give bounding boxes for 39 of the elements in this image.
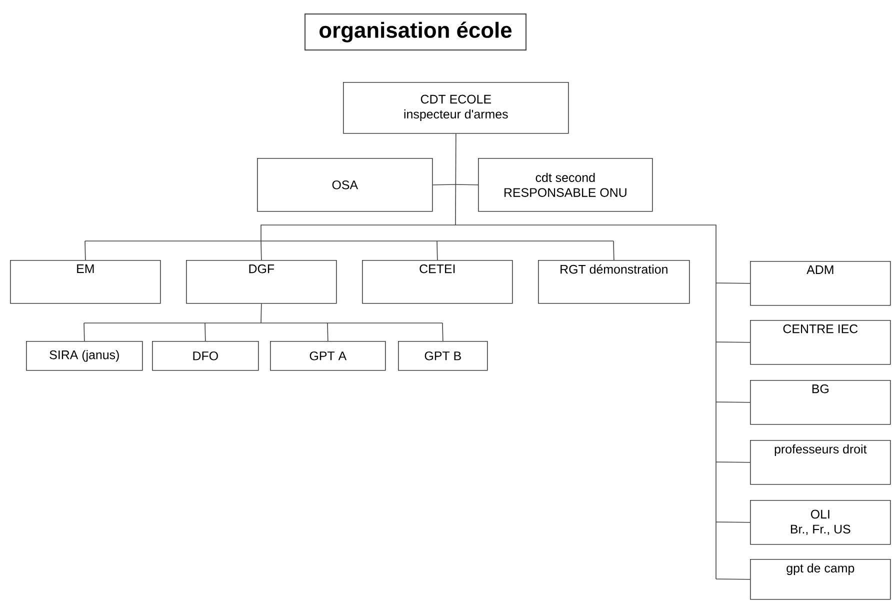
title-box: organisation école bbox=[304, 14, 526, 50]
org-box: CETEI bbox=[362, 260, 513, 304]
org-box: DFO bbox=[152, 341, 259, 371]
org-box: EM bbox=[10, 260, 161, 304]
connector-line bbox=[455, 224, 716, 580]
connector-line bbox=[327, 322, 328, 342]
org-box: OSA bbox=[257, 158, 433, 212]
org-box: SIRA (janus) bbox=[26, 341, 143, 371]
org-box: GPT A bbox=[270, 341, 386, 371]
connector-line bbox=[716, 522, 750, 523]
org-box: cdt second RESPONSABLE ONU bbox=[478, 158, 653, 212]
org-box: ADM bbox=[750, 261, 891, 306]
connector-line bbox=[716, 282, 750, 284]
connector-line bbox=[716, 462, 750, 463]
org-box: RGT démonstration bbox=[538, 260, 690, 304]
org-box: BG bbox=[750, 380, 891, 425]
org-box: CDT ECOLE inspecteur d'armes bbox=[343, 82, 569, 134]
connector-line bbox=[84, 322, 85, 342]
connector-line bbox=[716, 402, 750, 403]
connector-line bbox=[613, 240, 614, 260]
connector-line bbox=[716, 342, 750, 343]
connector-line bbox=[84, 322, 443, 324]
connector-line bbox=[716, 578, 750, 580]
org-box: CENTRE IEC bbox=[750, 320, 891, 365]
org-box: professeurs droit bbox=[750, 440, 891, 485]
connector-line bbox=[260, 303, 262, 324]
connector-line bbox=[84, 224, 614, 242]
connector-line bbox=[84, 240, 86, 260]
connector-line bbox=[455, 184, 478, 186]
org-box: GPT B bbox=[398, 341, 488, 371]
org-box: DGF bbox=[186, 260, 337, 304]
connector-line bbox=[442, 322, 444, 342]
org-box: gpt de camp bbox=[750, 559, 891, 600]
org-box: OLI Br., Fr., US bbox=[750, 500, 891, 545]
connector-line bbox=[455, 133, 456, 226]
connector-line bbox=[260, 240, 262, 260]
connector-line bbox=[432, 184, 456, 186]
connector-line bbox=[204, 322, 206, 342]
connector-line bbox=[436, 240, 438, 260]
